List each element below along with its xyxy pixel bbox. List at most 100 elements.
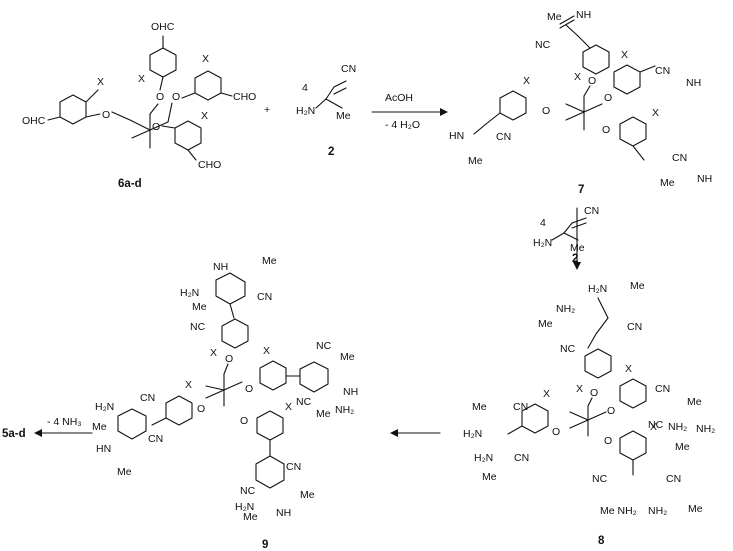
cn-label: CN — [655, 383, 670, 395]
ether-o-label: O — [604, 435, 612, 447]
nh2-label: NH₂ — [668, 421, 687, 433]
nc-label: NC — [190, 321, 206, 333]
aryl-ring-bottom — [619, 430, 647, 461]
cn-label: CN — [627, 321, 642, 333]
me-label: Me — [300, 489, 315, 501]
aryl-ring-top — [582, 44, 610, 75]
hn-label: HN — [449, 130, 464, 142]
aryl-ring-top — [584, 348, 612, 379]
ether-o-label: O — [152, 121, 160, 133]
me-label: Me — [675, 441, 690, 453]
x-label: X — [202, 53, 209, 65]
dihydropyridine-ring-bottom — [255, 455, 285, 489]
nc-label: NC — [592, 473, 608, 485]
x-label: X — [543, 388, 550, 400]
me-label: Me — [468, 155, 483, 167]
cho-label: CHO — [233, 91, 256, 103]
compound-label-5: 5a-d — [2, 428, 26, 440]
x-label: X — [97, 76, 104, 88]
ether-o-label: O — [604, 92, 612, 104]
me-label: Me — [660, 177, 675, 189]
x-label: X — [576, 383, 583, 395]
me-label: Me — [687, 396, 702, 408]
h2n-label: H₂N — [296, 105, 315, 117]
h2n-label: H₂N — [180, 287, 199, 299]
aryl-ring-right — [619, 378, 647, 409]
cn-label: CN — [672, 152, 687, 164]
me-label: Me — [192, 301, 207, 313]
cn-label: CN — [496, 131, 511, 143]
compound-6: OHC X O X OHC O X CHO O X CHO O 6a-d — [22, 21, 256, 190]
ether-o-label: O — [225, 353, 233, 365]
nh2-label: NH₂ — [556, 303, 575, 315]
nh-label: NH — [576, 9, 591, 21]
cn-label: CN — [513, 401, 528, 413]
me-label: Me — [482, 471, 497, 483]
nh-label: NH — [686, 77, 701, 89]
dihydropyridine-ring-top — [215, 272, 246, 305]
ether-o-label: O — [552, 426, 560, 438]
cho-label: CHO — [198, 159, 221, 171]
aryl-ring-bottom — [256, 410, 284, 441]
compound-9: NH Me H₂N CN Me NC X O X O H₂N CN Me HN … — [92, 255, 358, 551]
me-label: Me — [340, 351, 355, 363]
dihydropyridine-ring-right — [299, 361, 329, 393]
plus-sign: + — [264, 104, 270, 116]
hn-label: HN — [96, 443, 111, 455]
ohc-label: OHC — [22, 115, 46, 127]
me-label: Me — [316, 408, 331, 420]
me-label: Me — [92, 421, 107, 433]
compound-label-2: 2 — [572, 253, 578, 265]
h2n-label: H₂N — [235, 501, 254, 513]
me-label: Me — [243, 511, 258, 523]
x-label: X — [263, 345, 270, 357]
h2n-label: H₂N — [95, 401, 114, 413]
compound-label-9: 9 — [262, 539, 268, 551]
h2n-label: H₂N — [533, 237, 552, 249]
nh2-label: NH₂ — [648, 505, 667, 517]
me-label: Me — [336, 110, 351, 122]
ether-o-label: O — [102, 109, 110, 121]
reagent-2: 4 CN H₂N Me 2 — [296, 63, 356, 158]
condition-ammonia: - 4 NH₃ — [47, 416, 82, 428]
aryl-ring-left — [499, 90, 527, 121]
cn-label: CN — [140, 392, 155, 404]
cn-label: CN — [514, 452, 529, 464]
compound-7: NH Me NC X O X O HN CN Me X O CN NH X O … — [449, 9, 712, 196]
compound-label-6: 6a-d — [118, 178, 142, 190]
cho-label: OHC — [151, 21, 175, 33]
aryl-ring-right — [259, 360, 287, 391]
x-label: X — [523, 75, 530, 87]
compound-8: H₂N Me NH₂ Me CN NC X O X O Me CN H₂N H₂… — [463, 280, 715, 547]
me-label: Me — [472, 401, 487, 413]
nh-label: NH — [697, 173, 712, 185]
arrow-2: 4 CN H₂N Me 2 — [533, 205, 599, 270]
h2n-label: H₂N — [474, 452, 493, 464]
ether-o-label: O — [590, 387, 598, 399]
aryl-ring-right — [194, 70, 222, 101]
nc-label: NC — [240, 485, 256, 497]
cn-label: CN — [341, 63, 356, 75]
nc-label: NC — [535, 39, 551, 51]
arrow-3 — [390, 429, 441, 437]
ether-o-label: O — [588, 75, 596, 87]
me-label: Me — [117, 466, 132, 478]
nc-label: NC — [648, 419, 664, 431]
h2n-label: H₂N — [463, 428, 482, 440]
x-label: X — [138, 73, 145, 85]
me-label: Me — [630, 280, 645, 292]
nc-label: NC — [316, 340, 332, 352]
nh-label: NH — [213, 261, 228, 273]
ether-o-label: O — [245, 383, 253, 395]
ether-o-label: O — [602, 124, 610, 136]
cn-label: CN — [655, 65, 670, 77]
x-label: X — [652, 107, 659, 119]
condition-acid: AcOH — [385, 92, 413, 104]
coefficient: 4 — [540, 217, 546, 229]
ether-o-label: O — [607, 405, 615, 417]
me-label: Me — [547, 11, 562, 23]
nc-label: NC — [296, 396, 312, 408]
x-label: X — [574, 71, 581, 83]
me-label: Me — [570, 242, 585, 254]
